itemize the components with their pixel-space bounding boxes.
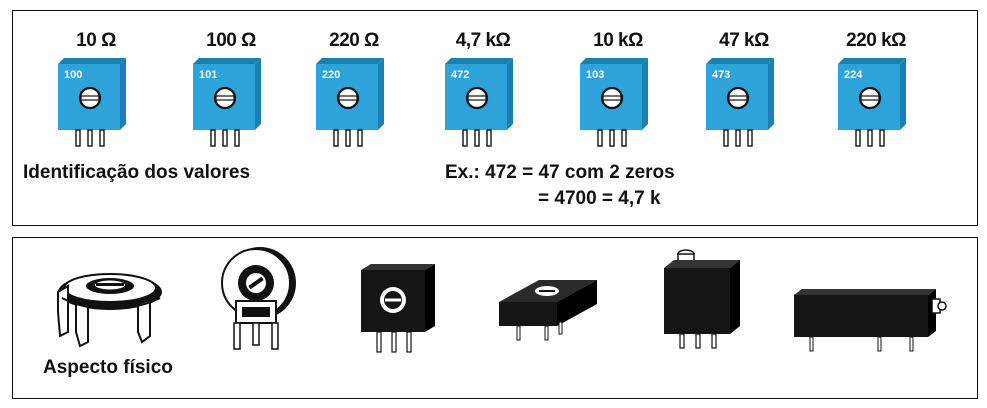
resistor-value-label: 220 kΩ (846, 30, 906, 51)
trimpot-icon: 101 (193, 58, 261, 147)
resistor-code-label: 100 (64, 69, 82, 81)
physical-aspect-caption: Aspecto físico (43, 357, 173, 378)
resistor-code-label: 220 (322, 69, 340, 81)
resistor-101: 100 Ω 101 (181, 30, 281, 170)
example-line-1: Ex.: 472 = 47 com 2 zeros (445, 162, 675, 183)
resistor-code-label: 101 (199, 69, 217, 81)
resistor-code-label: 103 (586, 69, 604, 81)
resistor-103: 10 kΩ 103 (568, 30, 668, 170)
resistor-value-label: 220 Ω (329, 30, 379, 51)
resistor-473: 47 kΩ 473 (694, 30, 794, 170)
resistor-value-label: 10 kΩ (593, 30, 643, 51)
resistor-value-label: 10 Ω (76, 30, 116, 51)
resistor-224: 220 kΩ 224 (826, 30, 926, 170)
resistor-472: 4,7 kΩ 472 (433, 30, 533, 170)
resistor-code-label: 472 (451, 69, 469, 81)
resistor-value-label: 4,7 kΩ (455, 30, 511, 51)
horizontal-trimpot-icon (57, 273, 162, 348)
trimpot-icon: 100 (58, 58, 126, 147)
resistor-code-label: 473 (712, 69, 730, 81)
resistor-code-label: 224 (844, 69, 863, 81)
resistor-220: 220 Ω 220 (304, 30, 404, 170)
trimpot-icon: 220 (316, 58, 384, 147)
resistor-value-label: 100 Ω (206, 30, 256, 51)
resistor-value-label: 47 kΩ (719, 30, 769, 51)
resistor-100: 10 Ω 100 (46, 30, 146, 170)
square-trimmer-icon (361, 264, 435, 353)
identification-caption: Identificação dos valores (23, 162, 251, 183)
rectangular-multiturn-trimmer-icon (794, 289, 947, 352)
trimpot-icon: 224 (838, 58, 906, 147)
trimpot-icon: 472 (445, 58, 513, 147)
low-profile-trimmer-icon (499, 280, 597, 341)
trimpot-icon: 473 (706, 58, 774, 147)
multiturn-trimmer-icon (664, 249, 740, 349)
example-line-2: = 4700 = 4,7 k (538, 188, 661, 209)
vertical-trimpot-icon (221, 247, 296, 350)
trimpot-icon: 103 (580, 58, 648, 147)
